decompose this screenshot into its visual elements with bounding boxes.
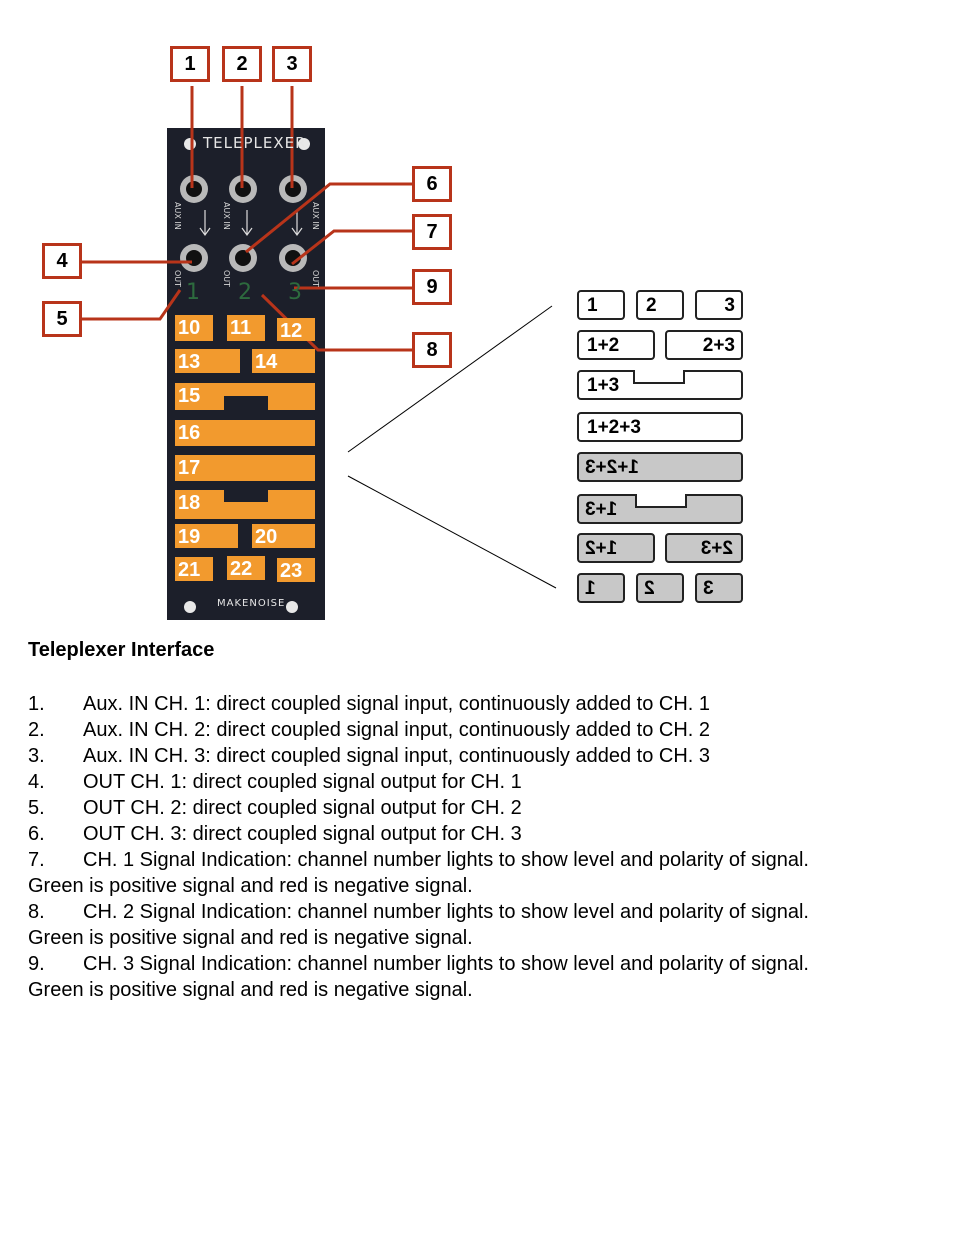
- key-2: 2: [636, 290, 684, 320]
- key-mirror-2+3: 2+3: [665, 533, 743, 563]
- callout-8: 8: [412, 332, 452, 368]
- pad-20: 20: [252, 524, 315, 548]
- channel-number-1: 1: [186, 280, 200, 305]
- key-mirror-2: 2: [636, 573, 684, 603]
- callout-6: 6: [412, 166, 452, 202]
- panel-title: TELEPLEXER: [203, 134, 307, 152]
- pad-19: 19: [175, 524, 238, 548]
- out-jack-1: [180, 244, 208, 272]
- aux-label-3: AUX IN: [311, 202, 320, 230]
- list-item: 7.CH. 1 Signal Indication: channel numbe…: [28, 849, 809, 871]
- aux-label-1: AUX IN: [173, 202, 182, 230]
- key-1+2+3: 1+2+3: [577, 412, 743, 442]
- brand-logo: MAKENOISE: [217, 598, 286, 609]
- list-item: 4.OUT CH. 1: direct coupled signal outpu…: [28, 771, 522, 793]
- callout-3: 3: [272, 46, 312, 82]
- pad-22: 22: [227, 556, 265, 580]
- document-list: 1.Aux. IN CH. 1: direct coupled signal i…: [28, 691, 928, 1003]
- out-jack-3: [279, 244, 307, 272]
- list-item: 8.CH. 2 Signal Indication: channel numbe…: [28, 901, 809, 923]
- pad-17: 17: [175, 455, 315, 481]
- mount-hole-bottom-left: [184, 601, 196, 613]
- zoom-line-top: [347, 305, 553, 453]
- pad-21: 21: [175, 557, 213, 581]
- callout-1: 1: [170, 46, 210, 82]
- pad-11: 11: [227, 315, 265, 341]
- key-1+3-notch-mask: [635, 368, 683, 372]
- key-mirror-1+3-notch-mask: [637, 492, 685, 496]
- pad-14: 14: [252, 349, 315, 373]
- list-item: 6.OUT CH. 3: direct coupled signal outpu…: [28, 823, 522, 845]
- mount-hole-top-left: [184, 138, 196, 150]
- callout-4: 4: [42, 243, 82, 279]
- out-label-1: OUT: [173, 270, 182, 288]
- down-arrow-icon: [199, 210, 303, 237]
- channel-number-2: 2: [238, 280, 252, 305]
- list-item-continuation: Green is positive signal and red is nega…: [28, 979, 473, 1001]
- teleplexer-figure: TELEPLEXER AUX IN AUX IN AUX IN OUT OUT …: [42, 46, 743, 620]
- key-1+2: 1+2: [577, 330, 655, 360]
- callout-9: 9: [412, 269, 452, 305]
- channel-number-3: 3: [288, 280, 302, 305]
- pad-23: 23: [277, 558, 315, 582]
- key-3: 3: [695, 290, 743, 320]
- key-mirror-1+2: 1+2: [577, 533, 655, 563]
- key-2+3: 2+3: [665, 330, 743, 360]
- mount-hole-bottom-right: [286, 601, 298, 613]
- pad-15-cutout: [224, 396, 268, 410]
- zoom-line-bottom: [347, 475, 557, 589]
- pad-16: 16: [175, 420, 315, 446]
- key-1: 1: [577, 290, 625, 320]
- list-item: 2.Aux. IN CH. 2: direct coupled signal i…: [28, 719, 711, 741]
- figure-lines: [82, 86, 557, 620]
- leader-5: [82, 289, 182, 321]
- aux-in-jack-3: [279, 175, 307, 203]
- pad-12: 12: [277, 318, 315, 342]
- list-item: 1.Aux. IN CH. 1: direct coupled signal i…: [28, 693, 711, 715]
- key-mirror-3: 3: [695, 573, 743, 603]
- aux-in-jack-1: [180, 175, 208, 203]
- list-item: 5.OUT CH. 2: direct coupled signal outpu…: [28, 797, 522, 819]
- aux-in-jack-2: [229, 175, 257, 203]
- list-item-continuation: Green is positive signal and red is nega…: [28, 875, 473, 897]
- key-mirror-1+3-notch: [635, 494, 687, 508]
- leader-7: [291, 229, 412, 266]
- leader-6: [245, 182, 412, 254]
- callout-5: 5: [42, 301, 82, 337]
- pad-18-cutout: [224, 490, 268, 502]
- callout-7: 7: [412, 214, 452, 250]
- mount-hole-top-right: [298, 138, 310, 150]
- out-label-3: OUT: [311, 270, 320, 288]
- out-jack-2: [229, 244, 257, 272]
- key-mirror-1: 1: [577, 573, 625, 603]
- aux-label-2: AUX IN: [222, 202, 231, 230]
- pad-10: 10: [175, 315, 213, 341]
- list-item: 9.CH. 3 Signal Indication: channel numbe…: [28, 953, 809, 975]
- leader-8: [260, 293, 412, 352]
- list-item: 3.Aux. IN CH. 3: direct coupled signal i…: [28, 745, 711, 767]
- key-1+3-notch: [633, 370, 685, 384]
- document-title: Teleplexer Interface: [28, 639, 215, 661]
- list-item-continuation: Green is positive signal and red is nega…: [28, 927, 473, 949]
- out-label-2: OUT: [222, 270, 231, 288]
- key-mirror-1+2+3: 1+2+3: [577, 452, 743, 482]
- callout-2: 2: [222, 46, 262, 82]
- pad-13: 13: [175, 349, 240, 373]
